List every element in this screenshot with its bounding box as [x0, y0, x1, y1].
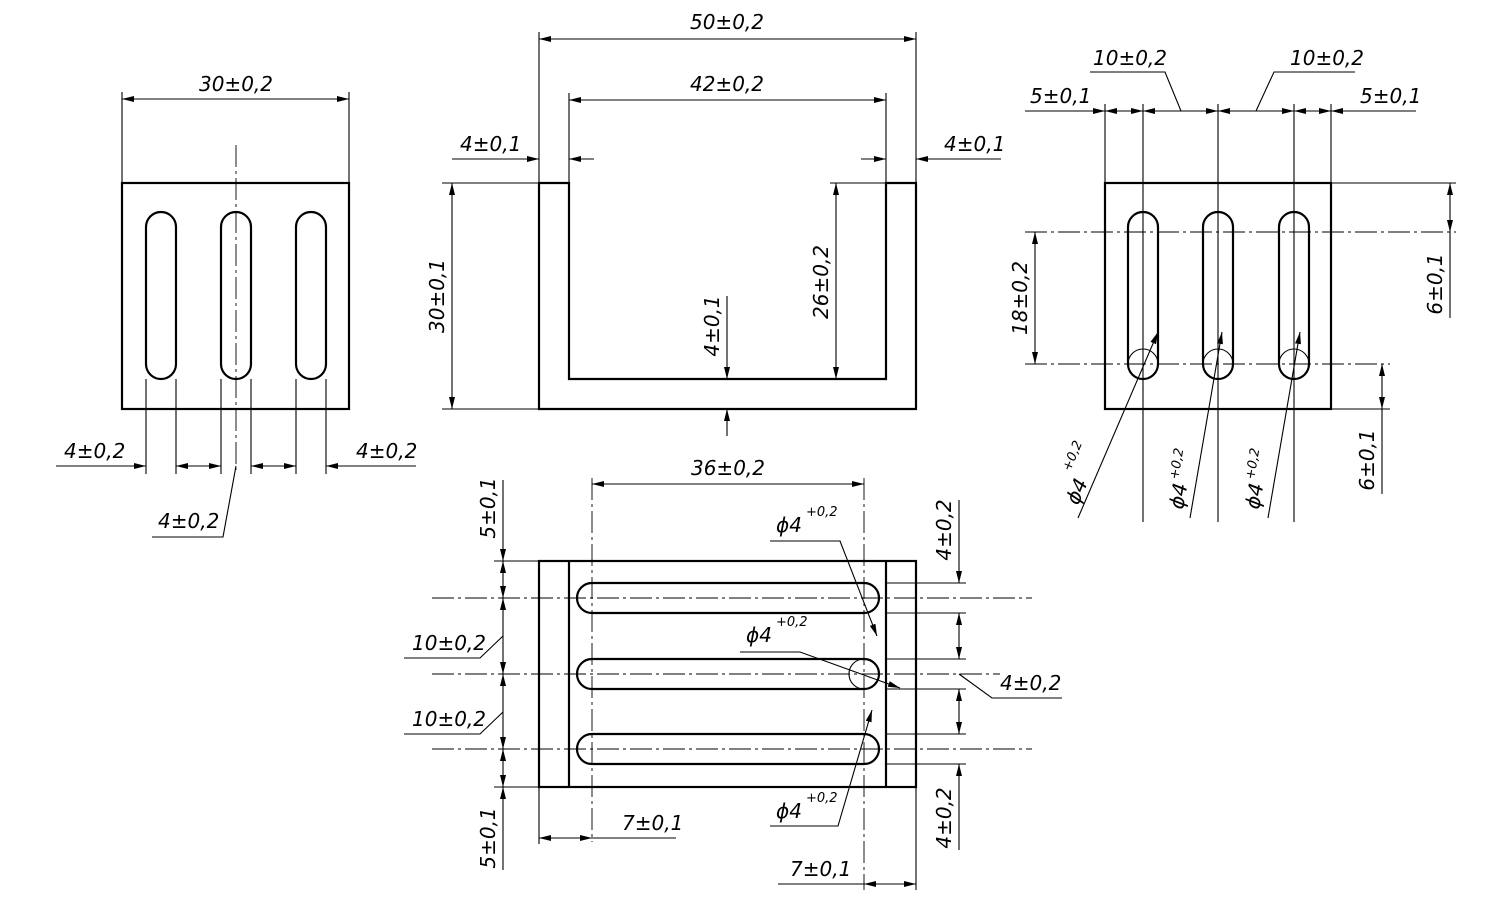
dim-top-edge: 5±0,1	[476, 477, 500, 538]
dim-left-wall: 4±0,1	[460, 132, 521, 156]
dim-hole-2: ϕ4	[746, 623, 772, 647]
dim-slot-width-bottom: 4±0,2	[932, 787, 956, 848]
dim-inner-height: 26±0,2	[809, 245, 833, 319]
dim-bottom-edge: 5±0,1	[476, 807, 500, 868]
leader-line	[404, 711, 504, 735]
leader-line	[404, 635, 504, 659]
dim-hole-1-tol: +0,2	[806, 505, 838, 520]
leader-line	[770, 540, 878, 637]
right-view: 5±0,1 5±0,1 10±0,2 10±0,2 18±0,2 6±0,1 6…	[1008, 46, 1456, 522]
dim-slot-length: 18±0,2	[1008, 261, 1032, 335]
leader-line	[1189, 331, 1223, 519]
dim-front-right-gap: 4±0,2	[356, 439, 417, 463]
dim-hole-2-tol: +0,2	[1167, 447, 1187, 481]
dim-hole-3-tol: +0,2	[806, 791, 838, 806]
leader-line	[1077, 331, 1159, 519]
dim-slot-width-mid: 4±0,2	[1000, 671, 1061, 695]
front-view: 30±0,2 4±0,2 4±0,2 4±0,2	[56, 72, 417, 538]
dim-hole-2: ϕ4	[1164, 481, 1192, 511]
dim-slot-length: 36±0,2	[691, 456, 765, 480]
leader-line	[1267, 331, 1301, 519]
dim-base-thickness: 4±0,1	[700, 295, 724, 356]
front-slot-right	[294, 210, 328, 381]
dim-front-left-gap: 4±0,2	[64, 439, 125, 463]
dim-top-offset: 6±0,1	[1423, 253, 1447, 314]
front-slot-left	[144, 210, 178, 381]
dim-edge-right: 5±0,1	[1360, 84, 1421, 108]
leader-line	[1255, 71, 1355, 112]
dim-right-wall: 4±0,1	[944, 132, 1005, 156]
dim-front-middle-slot: 4±0,2	[158, 509, 219, 533]
dim-hole-1: ϕ4	[776, 513, 802, 537]
dim-edge-left: 5±0,1	[1030, 84, 1091, 108]
dim-slot-width-top: 4±0,2	[932, 499, 956, 560]
dim-pitch-2: 10±0,2	[412, 707, 486, 731]
dim-hole-3: ϕ4	[1240, 481, 1268, 511]
dim-bottom-offset: 6±0,1	[1355, 429, 1379, 490]
dim-height: 30±0,1	[425, 259, 449, 333]
top-view: 36±0,2 5±0,1 5±0,1 10±0,2 10±0,2 4±0,2 4…	[404, 456, 1062, 890]
dim-hole-1-tol: +0,2	[1060, 439, 1086, 474]
dim-right-offset: 7±0,1	[790, 857, 851, 881]
dim-hole-2-tol: +0,2	[776, 615, 808, 630]
leader-line	[958, 673, 1062, 699]
dim-left-offset: 7±0,1	[622, 811, 683, 835]
dim-hole-3: ϕ4	[776, 799, 802, 823]
leader-line	[770, 709, 873, 827]
dim-pitch-1: 10±0,2	[412, 631, 486, 655]
leader-line	[1090, 71, 1182, 112]
dim-pitch-right: 10±0,2	[1290, 46, 1364, 70]
leader-line	[740, 651, 901, 689]
dim-front-width: 30±0,2	[199, 72, 273, 96]
dim-hole-3-tol: +0,2	[1243, 447, 1263, 481]
dim-pitch-left: 10±0,2	[1093, 46, 1167, 70]
leader-line	[152, 465, 237, 538]
front-view-outline	[120, 181, 351, 411]
dim-hole-1: ϕ4	[1061, 475, 1093, 508]
side-view: 50±0,2 42±0,2 4±0,1 4±0,1 30±0,1 26±0,2 …	[425, 10, 1005, 436]
dim-outer-width: 50±0,2	[690, 10, 764, 34]
dim-inner-width: 42±0,2	[690, 72, 764, 96]
